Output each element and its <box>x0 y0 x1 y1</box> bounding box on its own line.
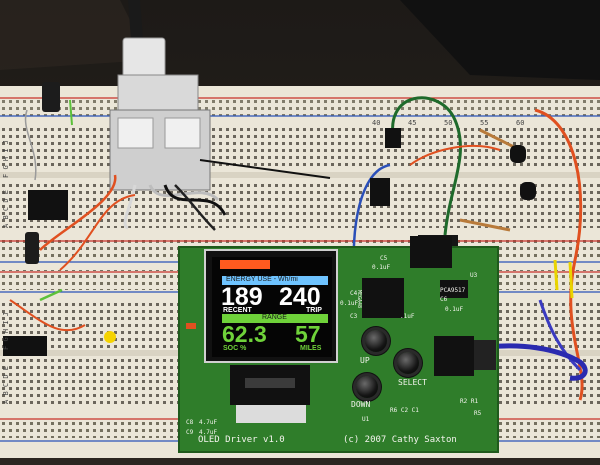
ethernet-jack <box>122 37 166 79</box>
label-c5-value: 0.1uF <box>372 264 391 271</box>
oled-miles-label: MILES <box>300 345 322 352</box>
bb-rows-fghij-bottom: F G H I J <box>2 312 10 350</box>
button-up-label: UP <box>360 356 370 365</box>
up-button[interactable] <box>365 330 387 352</box>
bb-rows-fghij-top: F G H I J <box>2 140 10 178</box>
oled-energy-header: ENERGY USE - Wh/mi <box>226 276 298 283</box>
oled-soc-label: SOC % <box>223 345 247 352</box>
label-u3: U3 <box>470 272 478 279</box>
oled-header-bar <box>222 276 328 285</box>
bb-col-45: 45 <box>408 119 417 127</box>
label-c5: C5 <box>380 255 388 262</box>
label-c8-value: 4.7uF <box>199 419 218 426</box>
button-select-label: SELECT <box>398 378 427 387</box>
oled-range-bar <box>222 314 328 323</box>
oled-trip-value: 240 <box>279 283 321 311</box>
label-c3: C3 <box>350 313 358 320</box>
bb-rows-abcde-bottom: A B C D E <box>2 366 10 404</box>
select-button[interactable] <box>397 352 419 374</box>
label-mega48: MEGA48 <box>356 290 362 309</box>
label-pca9517: PCA9517 <box>440 287 466 294</box>
pcb-copyright: (c) 2007 Cathy Saxton <box>343 435 457 445</box>
oled-recent-label: RECENT <box>223 307 252 314</box>
down-button[interactable] <box>356 376 378 398</box>
label-r5: R5 <box>474 410 482 417</box>
bb-col-40: 40 <box>372 119 381 127</box>
oled-orange-bar <box>220 260 270 269</box>
oled-trip-label: TRIP <box>306 307 322 314</box>
label-c8: C8 <box>186 419 194 426</box>
bb-col-60: 60 <box>516 119 525 127</box>
label-u1: U1 <box>362 416 370 423</box>
header-connector <box>434 336 474 376</box>
label-c6-value: 0.1uF <box>445 306 464 313</box>
voltage-regulator <box>28 190 68 220</box>
label-c3-value: .1uF <box>400 313 415 320</box>
oled-range-label: RANGE <box>262 314 287 321</box>
bb-col-50: 50 <box>444 119 453 127</box>
microcontroller <box>362 278 404 318</box>
bb-col-55: 55 <box>480 119 489 127</box>
led <box>104 331 116 343</box>
cable <box>128 0 143 40</box>
pcb-title: OLED Driver v1.0 <box>198 435 285 445</box>
label-r6-c2-c1: R6 C2 C1 <box>390 407 419 414</box>
button-down-label: DOWN <box>351 400 371 409</box>
label-c4: C4 <box>350 290 358 297</box>
oled-recent-value: 189 <box>221 283 263 311</box>
label-c9: C9 <box>186 429 194 436</box>
label-c4-value: 0.1uF <box>340 300 359 307</box>
oled-soc-value: 62.3 <box>222 321 267 347</box>
label-c6: C6 <box>440 296 448 303</box>
oled-miles-value: 57 <box>295 321 321 347</box>
capacitor <box>42 82 60 112</box>
label-c9-value: 4.7uF <box>199 429 218 436</box>
label-r2-r1: R2 R1 <box>460 398 479 405</box>
bb-rows-abcde-top: A B C D E <box>2 190 10 228</box>
